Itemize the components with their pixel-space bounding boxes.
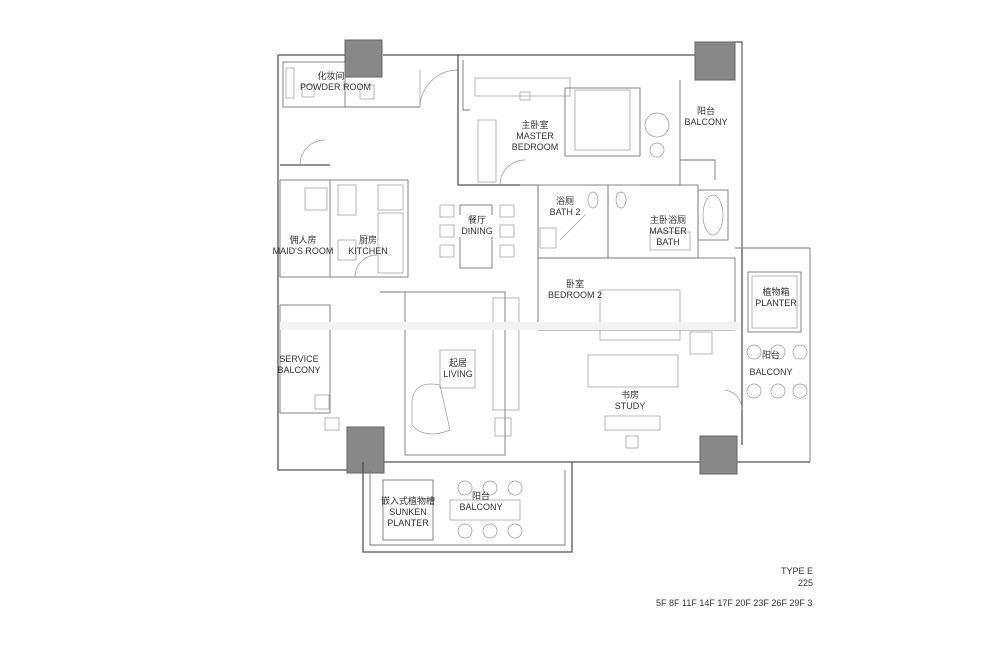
planter-east-cn: 植物箱	[762, 287, 790, 297]
sunken-planter-en2: PLANTER	[387, 518, 429, 528]
bedroom2-study	[537, 257, 743, 449]
room-label-powder: 化妆间 POWDER ROOM	[300, 71, 371, 93]
south-balcony	[362, 462, 573, 553]
balcony-ne-cn: 阳台	[696, 106, 715, 116]
room-label-living: 起居 LIVING	[440, 358, 476, 380]
powder-room-walls	[282, 61, 459, 108]
planter-east-en: PLANTER	[755, 298, 797, 308]
study-en: STUDY	[614, 401, 646, 411]
master-bedroom-en1: MASTER	[516, 131, 554, 141]
column-se	[699, 435, 738, 475]
exterior-walls	[277, 41, 811, 471]
dining-cn: 餐厅	[467, 215, 486, 225]
bedroom2-en: BEDROOM 2	[547, 290, 602, 300]
balcony-east-cn: 阳台	[761, 350, 780, 360]
kitchen-en: KITCHEN	[348, 246, 388, 256]
powder-en: POWDER ROOM	[300, 82, 371, 92]
plan-type: TYPE E	[780, 566, 813, 576]
balcony-south-en: BALCONY	[459, 502, 503, 512]
kitchen-cn: 厨房	[358, 235, 377, 245]
room-label-study: 书房 STUDY	[606, 390, 654, 412]
bath2-en: BATH 2	[549, 207, 581, 217]
room-label-master-bath: 主卧浴厕 MASTER BATH	[640, 215, 696, 248]
scan-artifact	[280, 322, 740, 330]
room-label-planter-east: 植物箱 PLANTER	[750, 287, 802, 309]
service-balcony-en1: SERVICE	[279, 354, 319, 364]
room-label-maids-room: 佣人房 MAID'S ROOM	[268, 235, 338, 257]
master-bath-en2: BATH	[656, 237, 680, 247]
dining-en: DINING	[461, 226, 493, 236]
room-label-bath2: 浴厕 BATH 2	[542, 196, 588, 218]
room-label-master-bedroom: 主卧室 MASTER BEDROOM	[500, 120, 570, 153]
maids-room-en: MAID'S ROOM	[272, 246, 334, 256]
living-en: LIVING	[443, 369, 473, 379]
powder-cn: 化妆间	[317, 71, 345, 81]
balcony-ne-en: BALCONY	[684, 117, 728, 127]
room-label-service-balcony: SERVICE BALCONY	[274, 354, 324, 376]
column-nw	[344, 39, 383, 78]
floor-list: 5F 8F 11F 14F 17F 20F 23F 26F 29F 3	[656, 598, 813, 608]
living-room-furniture	[380, 291, 520, 456]
info-block: TYPE E 225 5F 8F 11F 14F 17F 20F 23F 26F…	[640, 566, 813, 616]
sunken-planter-cn: 嵌入式植物槽	[380, 496, 435, 506]
master-bedroom-cn: 主卧室	[521, 120, 549, 130]
balcony-south-cn: 阳台	[471, 491, 490, 501]
room-label-kitchen: 厨房 KITCHEN	[343, 235, 393, 257]
master-bedroom-en2: BEDROOM	[511, 142, 559, 152]
room-label-bedroom2: 卧室 BEDROOM 2	[542, 279, 608, 301]
room-label-sunken-planter: 嵌入式植物槽 SUNKEN PLANTER	[372, 496, 444, 529]
column-sw	[346, 426, 385, 474]
room-label-balcony-ne: 阳台 BALCONY	[680, 106, 732, 128]
plan-area: 225	[797, 578, 813, 588]
maids-kitchen-walls	[279, 139, 409, 278]
study-cn: 书房	[620, 390, 639, 400]
maids-room-cn: 佣人房	[289, 235, 317, 245]
room-label-balcony-east: 阳台 BALCONY	[745, 350, 797, 378]
east-balcony	[746, 271, 808, 399]
column-ne	[694, 41, 736, 81]
master-bath-cn: 主卧浴厕	[649, 215, 686, 225]
bedroom2-cn: 卧室	[565, 279, 584, 289]
master-bath-en1: MASTER	[649, 226, 687, 236]
bath2-cn: 浴厕	[555, 196, 574, 206]
room-label-balcony-south: 阳台 BALCONY	[456, 491, 506, 513]
room-label-dining: 餐厅 DINING	[456, 215, 498, 237]
service-balcony	[279, 304, 340, 431]
service-balcony-en2: BALCONY	[277, 365, 321, 375]
balcony-east-en: BALCONY	[749, 367, 793, 377]
sunken-planter-en1: SUNKEN	[389, 507, 427, 517]
living-cn: 起居	[448, 358, 467, 368]
